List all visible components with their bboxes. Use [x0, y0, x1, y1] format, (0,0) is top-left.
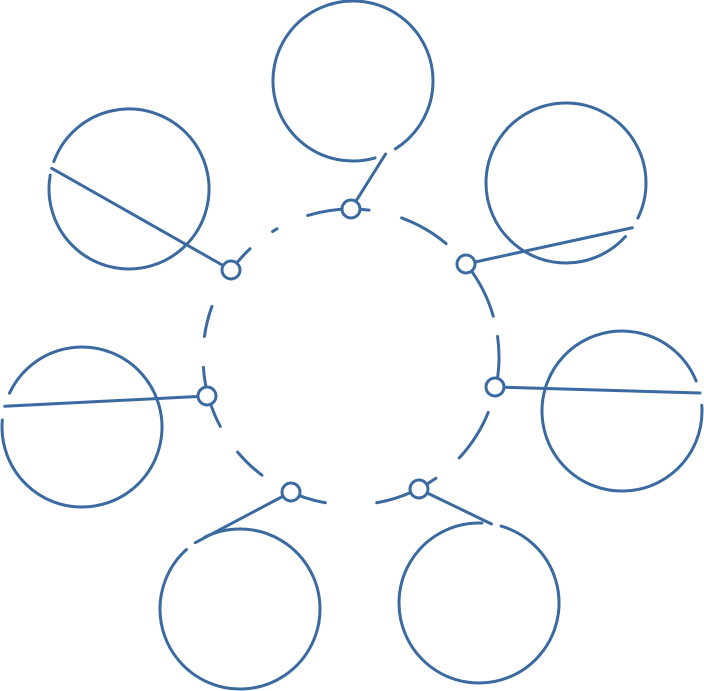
node-circle-lower-left: [158, 527, 322, 691]
junction-dot-top: [340, 198, 362, 220]
junction-dot-lower-left: [280, 481, 302, 503]
junction-dot-right: [484, 376, 506, 398]
hub-ring-segment: [375, 476, 438, 505]
node-circle-right: [540, 329, 704, 493]
connector-left: [3, 394, 209, 408]
connector-lower-right: [417, 487, 494, 526]
node-circle-upper-right: [484, 101, 648, 265]
junction-dot-lower-right: [408, 478, 430, 500]
connector-upper-right: [464, 226, 634, 266]
hub-ring-segment: [306, 207, 371, 217]
node-circle-top: [271, 0, 435, 163]
node-circle-upper-left: [47, 107, 211, 271]
node-circle-left: [0, 345, 164, 509]
hub-ring-segment: [457, 410, 490, 460]
hub-ring-segment: [466, 264, 495, 318]
connector-top: [349, 152, 388, 211]
hub-ring-segment: [400, 216, 448, 246]
connector-upper-left: [50, 166, 233, 272]
hub-ring-segment: [271, 227, 279, 233]
junction-dot-upper-left: [220, 259, 242, 281]
hub-ring-group: [201, 207, 501, 505]
junction-dot-upper-right: [455, 253, 477, 275]
node-circle-lower-right: [397, 521, 561, 685]
hub-ring-segment: [236, 450, 264, 477]
connectors-group: [3, 152, 702, 545]
hub-ring-segment: [202, 304, 214, 338]
junction-dot-left: [196, 385, 218, 407]
connector-right: [493, 385, 702, 395]
